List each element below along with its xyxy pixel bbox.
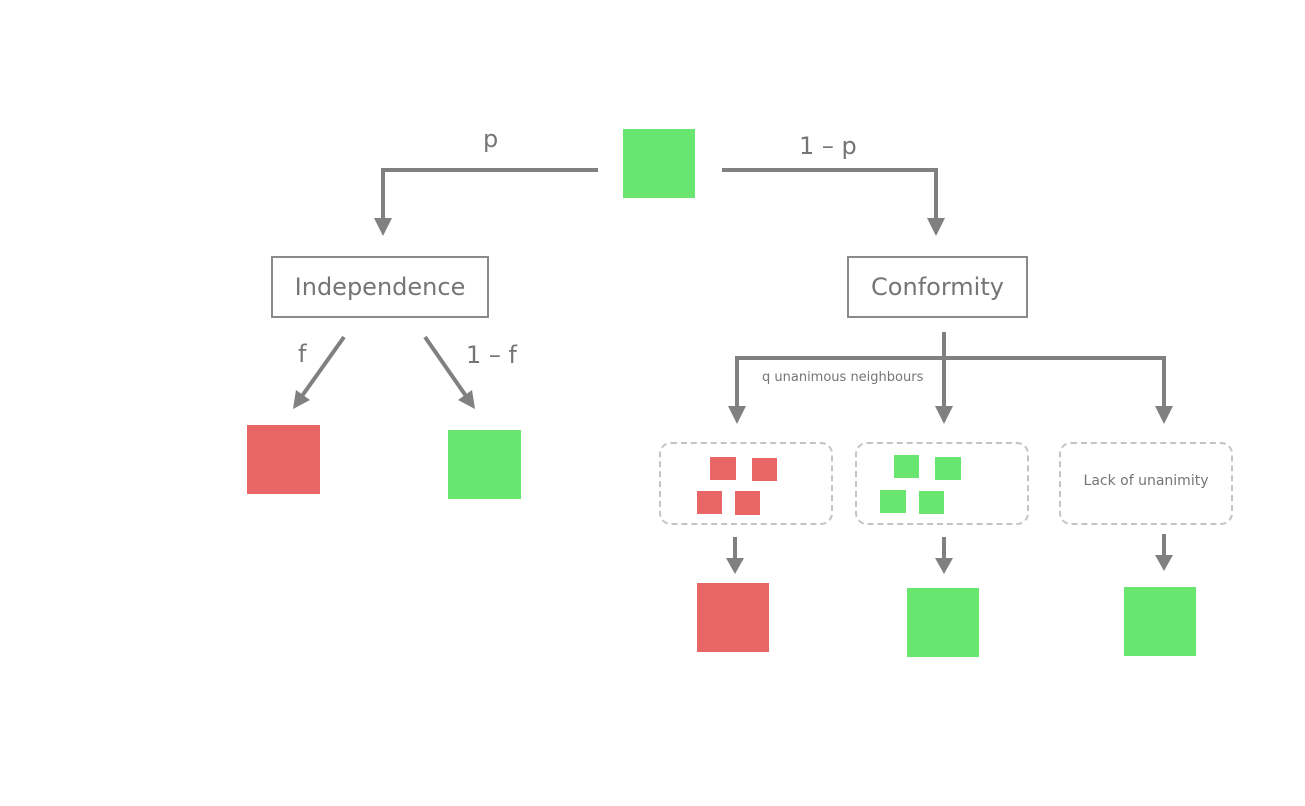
label-q-unanimous: q unanimous neighbours [762,370,924,385]
neighbour-square [919,491,944,514]
neighbour-square [735,491,760,515]
arrow-q-red [728,406,746,424]
outcome-unchanged-square [1124,587,1196,656]
independence-green-square [448,430,521,499]
label-p: p [483,125,499,153]
lack-of-unanimity-group: Lack of unanimity [1059,442,1233,525]
arrow-f [300,335,346,398]
outcome-red-square [697,583,769,652]
neighbour-square [894,455,919,478]
label-lack-of-unanimity: Lack of unanimity [1083,472,1209,489]
arrow-lack [1155,406,1173,424]
green-neighbours-group [855,442,1029,525]
outcome-green-square [907,588,979,657]
arrow-q-green [935,406,953,424]
neighbour-square [752,458,777,481]
conformity-box: Conformity [847,256,1028,318]
label-one-minus-f: 1 – f [466,341,517,369]
label-one-minus-p: 1 – p [799,132,857,160]
neighbour-square [710,457,736,480]
label-f: f [298,340,307,368]
independence-box: Independence [271,256,489,318]
red-neighbours-group [659,442,833,525]
neighbour-square [935,457,961,480]
neighbour-square [880,490,906,513]
arrow-to-independence [381,168,598,222]
arrow-to-conformity [722,168,938,222]
arrow-one-minus-f [423,335,468,398]
neighbour-square [697,491,722,514]
root-square [623,129,695,198]
independence-red-square [247,425,320,494]
